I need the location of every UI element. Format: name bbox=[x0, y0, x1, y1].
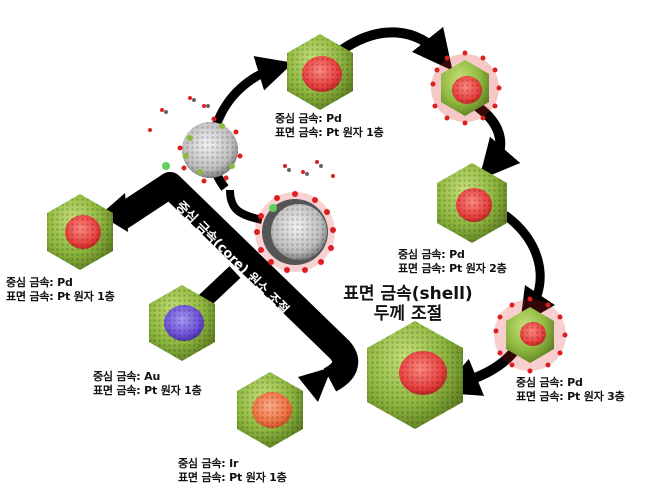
particle-left-middle-au bbox=[149, 285, 215, 361]
particle-top-center bbox=[287, 34, 353, 110]
label-shell: 표면 금속: Pt 원자 1층 bbox=[275, 126, 384, 139]
label-core: 중심 금속: Au bbox=[93, 370, 161, 383]
label-left-bottom: 중심 금속: Ir 표면 금속: Pt 원자 1층 bbox=[178, 457, 287, 485]
arrow-top-to-right bbox=[331, 26, 453, 71]
label-right-middle: 중심 금속: Pd 표면 금속: Pt 원자 2층 bbox=[398, 248, 507, 276]
label-core: 중심 금속: Pd bbox=[398, 248, 465, 261]
label-left-middle: 중심 금속: Au 표면 금속: Pt 원자 1층 bbox=[93, 370, 202, 398]
label-shell: 표면 금속: Pt 원자 3층 bbox=[516, 390, 625, 403]
label-shell: 표면 금속: Pt 원자 2층 bbox=[398, 262, 507, 275]
core-band bbox=[112, 172, 359, 392]
label-bottom-right: 중심 금속: Pd 표면 금속: Pt 원자 3층 bbox=[516, 376, 625, 404]
particle-right-middle bbox=[437, 163, 507, 243]
label-core: 중심 금속: Pd bbox=[275, 112, 342, 125]
particle-bottom-right-large bbox=[367, 321, 463, 429]
shell-title-line2: 두께 조절 bbox=[373, 304, 443, 324]
label-shell: 표면 금속: Pt 원자 1층 bbox=[93, 384, 202, 397]
particle-left-top bbox=[47, 194, 113, 270]
arrow-right-down bbox=[472, 100, 521, 181]
label-top-center: 중심 금속: Pd 표면 금속: Pt 원자 1층 bbox=[275, 112, 384, 140]
particle-reaction-center bbox=[254, 160, 336, 273]
label-core: 중심 금속: Ir bbox=[178, 457, 239, 470]
shell-title-line1: 표면 금속(shell) bbox=[343, 284, 473, 304]
arrow-center-back bbox=[226, 189, 263, 224]
arrow-core-bottom-head bbox=[298, 367, 332, 402]
particle-reaction-left bbox=[148, 96, 243, 184]
arrow-core-left-head bbox=[100, 193, 128, 232]
label-shell: 표면 금속: Pt 원자 1층 bbox=[6, 290, 115, 303]
label-core: 중심 금속: Pd bbox=[6, 276, 73, 289]
label-left-top: 중심 금속: Pd 표면 금속: Pt 원자 1층 bbox=[6, 276, 115, 304]
label-core: 중심 금속: Pd bbox=[516, 376, 583, 389]
arrow-right-middle-down bbox=[502, 211, 555, 325]
particle-right-lower-ligand bbox=[493, 296, 568, 374]
particle-right-ligand bbox=[430, 50, 502, 126]
label-shell: 표면 금속: Pt 원자 1층 bbox=[178, 471, 287, 484]
particle-left-bottom-ir bbox=[237, 372, 303, 448]
shell-thickness-title: 표면 금속(shell) 두께 조절 bbox=[338, 284, 478, 324]
